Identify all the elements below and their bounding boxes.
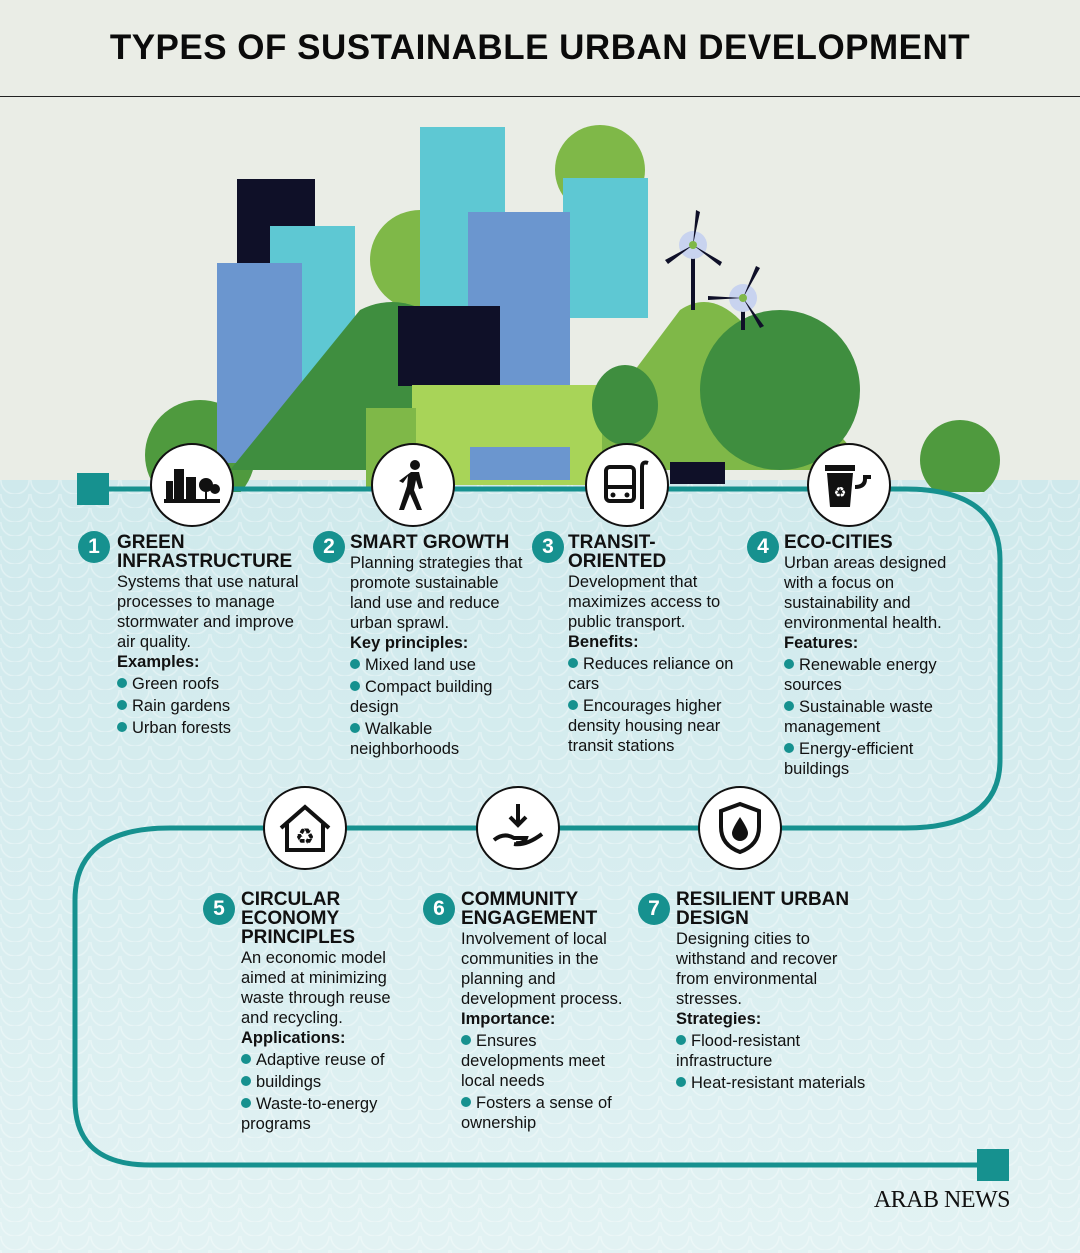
svg-text:♻: ♻ xyxy=(295,824,315,849)
section-description: An economic model aimed at minimizing wa… xyxy=(241,949,391,1027)
section-title: CIRCULAR ECONOMY PRINCIPLES xyxy=(241,889,356,948)
hand-receive-icon xyxy=(476,786,560,870)
section-label: Key principles: xyxy=(350,634,469,652)
walking-person-icon xyxy=(371,443,455,527)
bullet-item: Reduces reliance on cars xyxy=(568,654,748,694)
bullet-item: Waste-to-energy programs xyxy=(241,1094,416,1134)
section-number-badge: 1 xyxy=(78,531,110,563)
bullet-item: buildings xyxy=(241,1072,416,1092)
section-title: ECO-CITIES xyxy=(784,532,893,553)
shield-drop-icon xyxy=(698,786,782,870)
section-description: Development that maximizes access to pub… xyxy=(568,573,721,631)
city-trees-icon xyxy=(150,443,234,527)
section-description: Planning strategies that promote sustain… xyxy=(350,554,523,632)
bullet-item: Walkable neighborhoods xyxy=(350,719,525,759)
bus-stop-icon xyxy=(585,443,669,527)
bullet-item: Green roofs xyxy=(117,674,307,694)
section-label: Benefits: xyxy=(568,633,639,651)
section-title: RESILIENT URBAN DESIGN xyxy=(676,889,850,929)
bullet-item: Flood-resistant infrastructure xyxy=(676,1031,866,1071)
recycle-bin-plug-icon: ♻ xyxy=(807,443,891,527)
bullet-item: Adaptive reuse of xyxy=(241,1050,416,1070)
bullet-item: Heat-resistant materials xyxy=(676,1073,866,1093)
section-description: Designing cities to withstand and recove… xyxy=(676,930,838,1008)
section-title: TRANSIT-ORIENTED xyxy=(568,532,667,572)
bullet-item: Urban forests xyxy=(117,718,307,738)
bullet-item: Ensures developments meet local needs xyxy=(461,1031,636,1091)
bullet-item: Rain gardens xyxy=(117,696,307,716)
section-number-badge: 3 xyxy=(532,531,564,563)
header: TYPES OF SUSTAINABLE URBAN DEVELOPMENT xyxy=(0,0,1080,97)
section-number-badge: 5 xyxy=(203,893,235,925)
bullet-item: Mixed land use xyxy=(350,655,525,675)
bullet-item: Renewable energy sources xyxy=(784,655,969,695)
section-label: Features: xyxy=(784,634,859,652)
city-illustration xyxy=(145,125,1000,492)
section-description: Systems that use natural processes to ma… xyxy=(117,573,299,651)
bullet-item: Encourages higher density housing near t… xyxy=(568,696,748,756)
section-label: Importance: xyxy=(461,1010,556,1028)
section-title: SMART GROWTH xyxy=(350,532,510,553)
section-label: Strategies: xyxy=(676,1010,762,1028)
section-number-badge: 4 xyxy=(747,531,779,563)
arab-news-logo: ARAB NEWS xyxy=(873,1187,1011,1213)
page-title: TYPES OF SUSTAINABLE URBAN DEVELOPMENT xyxy=(109,28,971,67)
section-description: Involvement of local communities in the … xyxy=(461,930,623,1008)
bullet-item: Energy-efficient buildings xyxy=(784,739,969,779)
section-title: COMMUNITY ENGAGEMENT xyxy=(461,889,598,929)
bullet-item: Compact building design xyxy=(350,677,525,717)
section-description: Urban areas designed with a focus on sus… xyxy=(784,554,947,632)
section-number-badge: 7 xyxy=(638,893,670,925)
svg-text:♻: ♻ xyxy=(834,484,847,500)
house-recycle-icon: ♻ xyxy=(263,786,347,870)
section-label: Examples: xyxy=(117,653,200,671)
section-number-badge: 2 xyxy=(313,531,345,563)
section-number-badge: 6 xyxy=(423,893,455,925)
section-title: GREEN INFRASTRUCTURE xyxy=(117,532,293,572)
bullet-item: Fosters a sense of ownership xyxy=(461,1093,636,1133)
bullet-item: Sustainable waste management xyxy=(784,697,969,737)
section-label: Applications: xyxy=(241,1029,346,1047)
